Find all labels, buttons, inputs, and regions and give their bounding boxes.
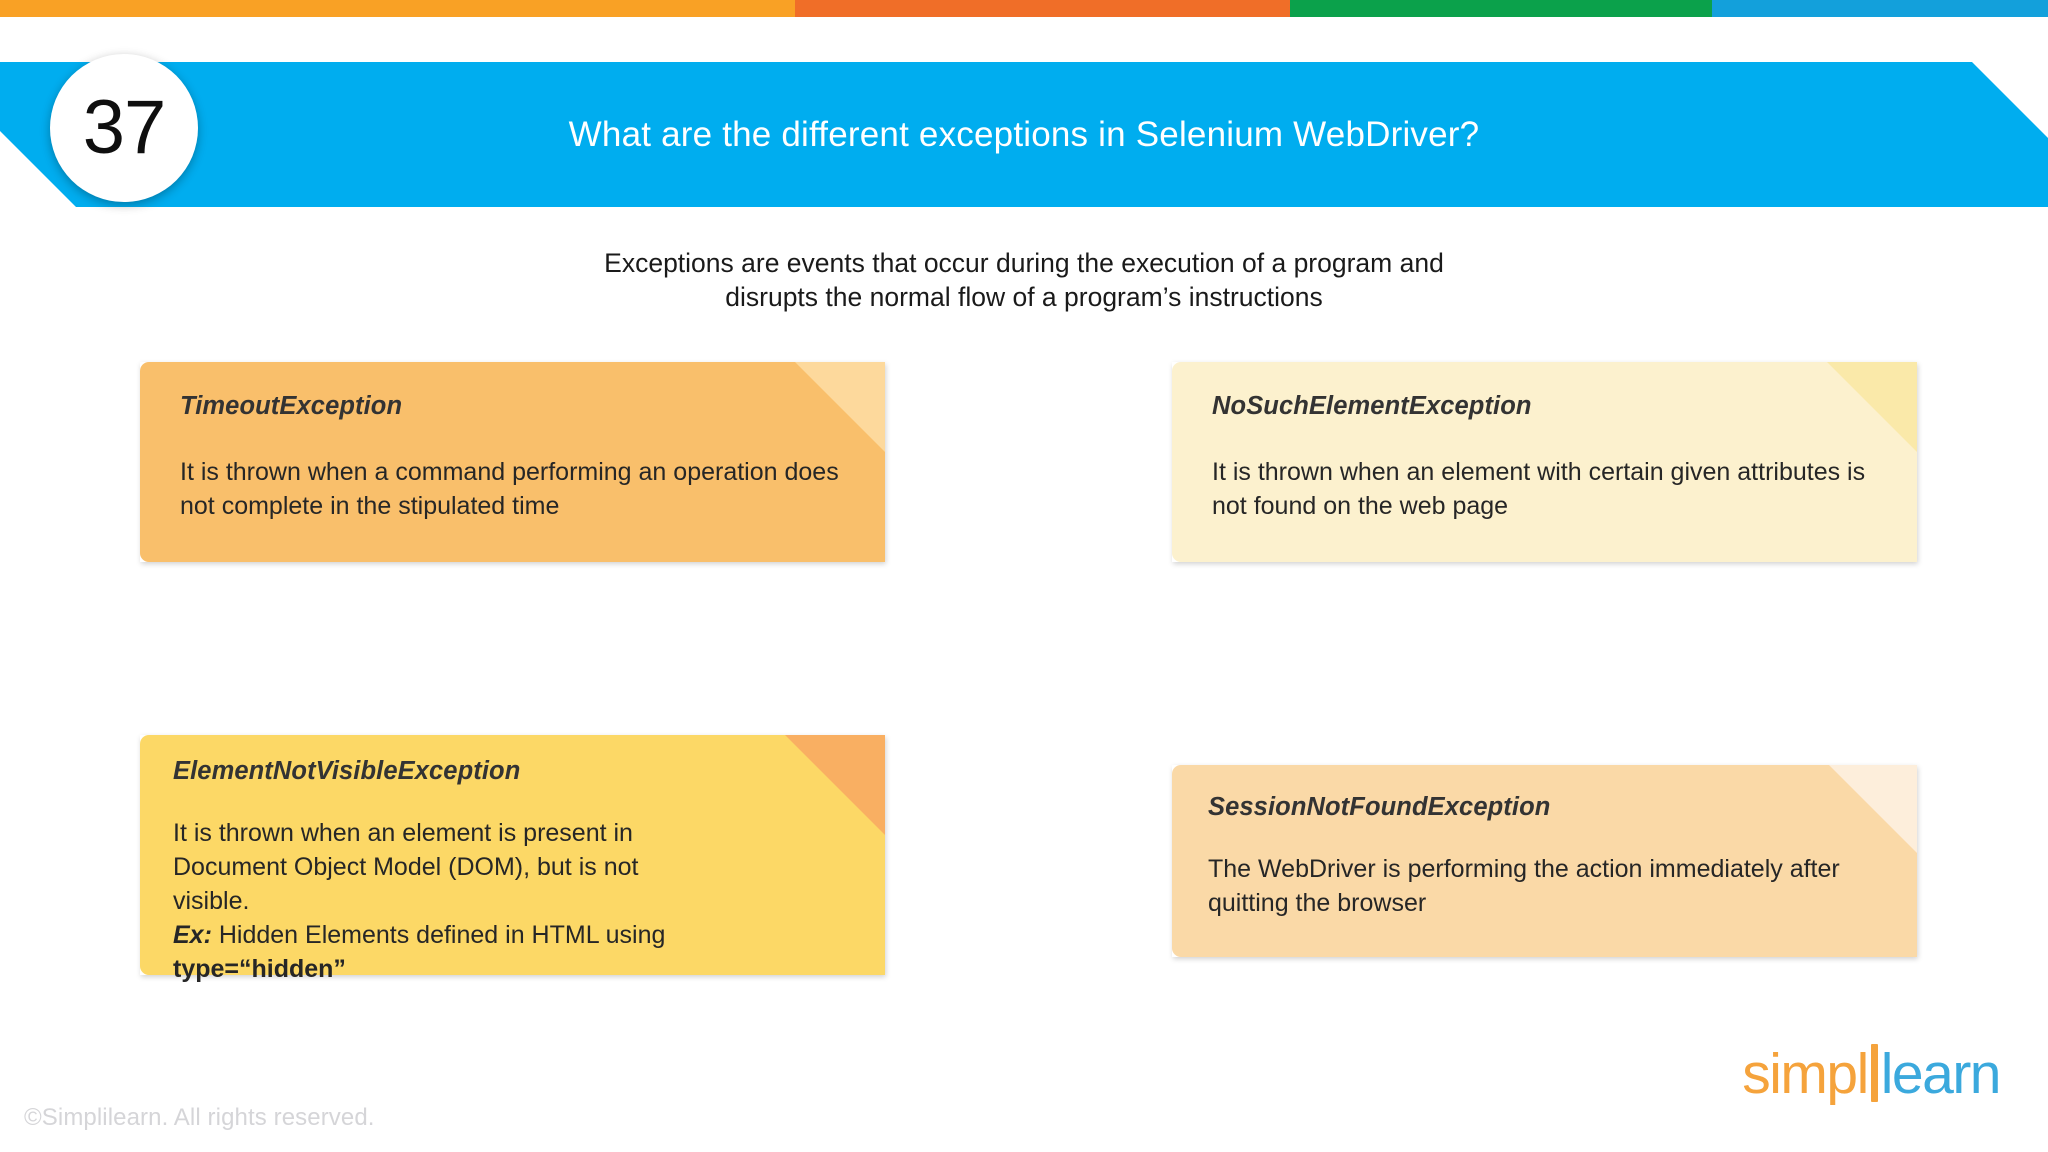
header-banner <box>0 62 2048 207</box>
top-color-strip <box>0 0 2048 17</box>
card-body-line-1: It is thrown when an element is present … <box>173 819 633 847</box>
exception-card-nosuchelement: NoSuchElementException It is thrown when… <box>1172 362 1917 562</box>
strip-segment-blue <box>1712 0 2048 17</box>
card-body-text: The WebDriver is performing the action i… <box>1208 855 1840 917</box>
exception-card-elementnotvisible: ElementNotVisibleException It is thrown … <box>140 735 885 983</box>
exception-card-sessionnotfound: SessionNotFoundException The WebDriver i… <box>1172 765 1917 957</box>
card-example-text: Hidden Elements defined in HTML using <box>211 921 666 949</box>
logo-text-learn: learn <box>1880 1042 2002 1106</box>
slide-number-badge: 37 <box>50 54 198 202</box>
folded-corner-icon <box>1829 765 1917 853</box>
card-body-text: It is thrown when an element with certai… <box>1212 458 1866 520</box>
slide-number: 37 <box>82 85 167 170</box>
subtitle-line-2: disrupts the normal flow of a program’s … <box>725 282 1323 312</box>
card-body-line-2: Document Object Model (DOM), but is not <box>173 853 639 881</box>
card-body-text: It is thrown when a command performing a… <box>180 458 839 520</box>
card-example-code: type=“hidden” <box>173 955 346 983</box>
copyright-text: ©Simplilearn. All rights reserved. <box>24 1104 375 1131</box>
exception-card-timeout: TimeoutException It is thrown when a com… <box>140 362 885 562</box>
card-body-text: It is thrown when an element is present … <box>173 816 845 986</box>
card-title: NoSuchElementException <box>1212 392 1532 420</box>
strip-segment-orange <box>0 0 795 17</box>
strip-segment-green <box>1290 0 1712 17</box>
page-title: What are the different exceptions in Sel… <box>568 114 1480 154</box>
folded-corner-icon <box>1827 362 1917 452</box>
card-body-line-3: visible. <box>173 887 250 915</box>
folded-corner-icon <box>795 362 885 452</box>
logo-text-simpl: simpl <box>1742 1042 1869 1106</box>
folded-corner-icon <box>785 735 885 835</box>
card-title: TimeoutException <box>180 392 403 420</box>
subtitle: Exceptions are events that occur during … <box>0 246 2048 314</box>
card-background <box>140 362 885 562</box>
card-example-label: Ex: <box>173 921 212 949</box>
card-title: SessionNotFoundException <box>1208 793 1551 821</box>
card-background <box>1172 765 1917 957</box>
card-title: ElementNotVisibleException <box>173 757 521 785</box>
card-background <box>140 735 885 975</box>
strip-segment-deep-orange <box>795 0 1290 17</box>
subtitle-line-1: Exceptions are events that occur during … <box>604 248 1444 278</box>
card-background <box>1172 362 1917 562</box>
